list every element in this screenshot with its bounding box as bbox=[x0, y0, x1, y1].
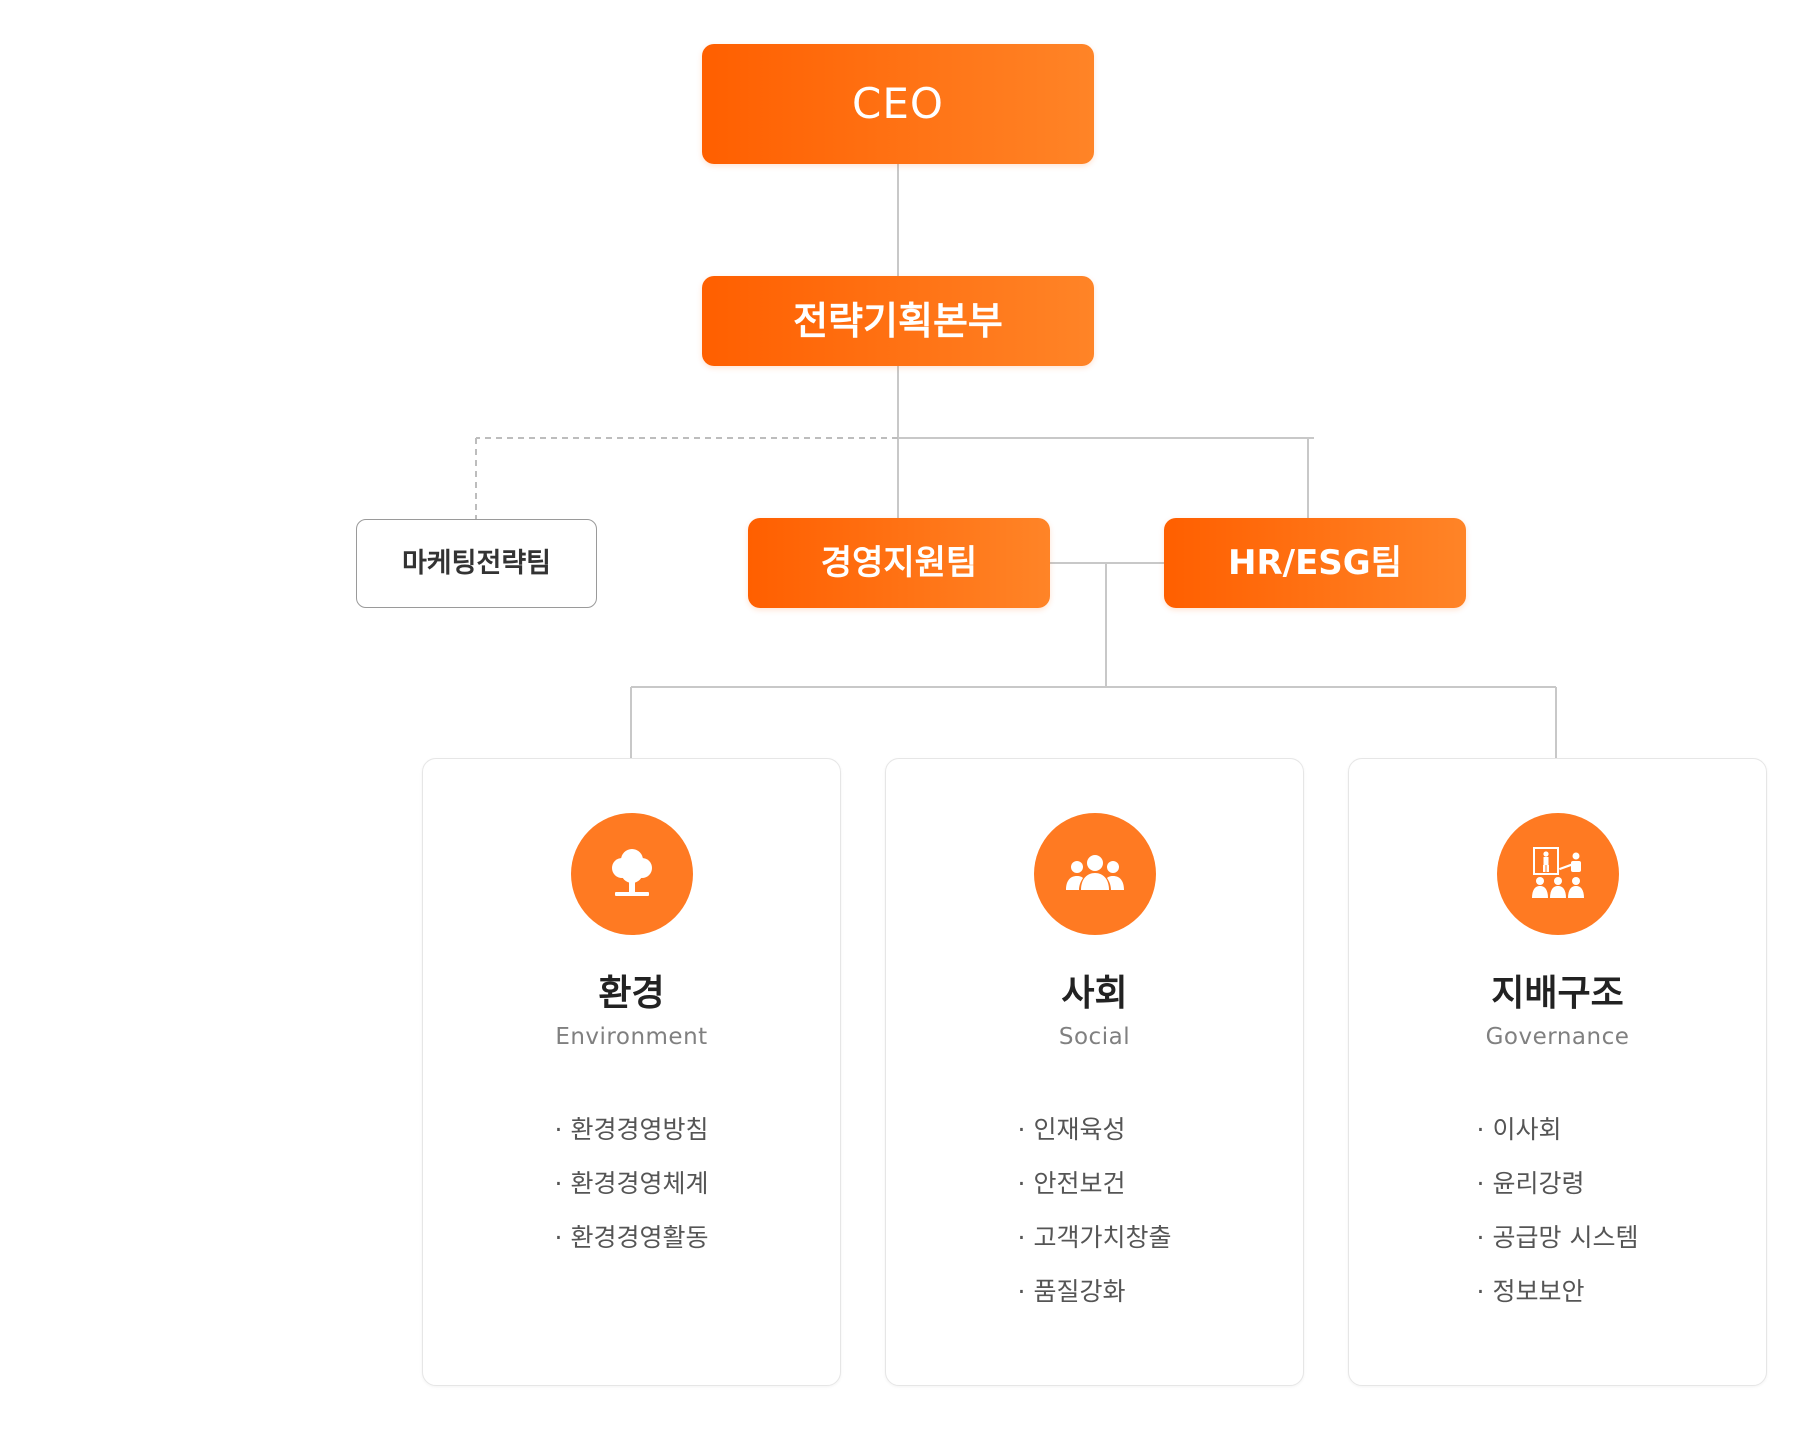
governance-card: 지배구조 Governance ·이사회 ·윤리강령 ·공급망 시스템 ·정보보… bbox=[1348, 758, 1767, 1386]
list-item: ·품질강화 bbox=[1017, 1277, 1126, 1306]
strategy-hq-node: 전략기획본부 bbox=[702, 276, 1094, 366]
hr-esg-team-label: HR/ESG팀 bbox=[1228, 543, 1402, 583]
list-item: ·공급망 시스템 bbox=[1476, 1223, 1639, 1252]
presentation-meeting-icon bbox=[1497, 813, 1619, 935]
environment-card: 환경 Environment ·환경경영방침 ·환경경영체계 ·환경경영활동 bbox=[422, 758, 841, 1386]
pillar-item-list: ·이사회 ·윤리강령 ·공급망 시스템 ·정보보안 bbox=[1349, 1103, 1766, 1319]
list-item: ·안전보건 bbox=[1017, 1169, 1126, 1198]
hr-esg-team-node: HR/ESG팀 bbox=[1164, 518, 1466, 608]
pillar-subtitle: Environment bbox=[555, 1024, 708, 1050]
social-card: 사회 Social ·인재육성 ·안전보건 ·고객가치창출 ·품질강화 bbox=[885, 758, 1304, 1386]
list-item: ·인재육성 bbox=[1017, 1115, 1126, 1144]
list-item: ·정보보안 bbox=[1476, 1277, 1585, 1306]
list-item: ·이사회 bbox=[1476, 1115, 1562, 1144]
pillar-item-list: ·환경경영방침 ·환경경영체계 ·환경경영활동 bbox=[423, 1103, 840, 1265]
pillar-item-list: ·인재육성 ·안전보건 ·고객가치창출 ·품질강화 bbox=[886, 1103, 1303, 1319]
marketing-team-node: 마케팅전략팀 bbox=[356, 519, 597, 608]
list-item: ·환경경영체계 bbox=[554, 1169, 709, 1198]
ceo-label: CEO bbox=[852, 79, 944, 128]
ceo-node: CEO bbox=[702, 44, 1094, 164]
tree-icon bbox=[571, 813, 693, 935]
list-item: ·고객가치창출 bbox=[1017, 1223, 1172, 1252]
strategy-hq-label: 전략기획본부 bbox=[793, 299, 1003, 343]
management-team-node: 경영지원팀 bbox=[748, 518, 1050, 608]
pillar-title: 사회 bbox=[1061, 973, 1128, 1014]
list-item: ·환경경영활동 bbox=[554, 1223, 709, 1252]
list-item: ·윤리강령 bbox=[1476, 1169, 1585, 1198]
pillar-title: 환경 bbox=[598, 973, 665, 1014]
pillar-title: 지배구조 bbox=[1491, 973, 1624, 1014]
pillar-subtitle: Social bbox=[1058, 1024, 1131, 1050]
marketing-team-label: 마케팅전략팀 bbox=[401, 548, 552, 579]
list-item: ·환경경영방침 bbox=[554, 1115, 709, 1144]
people-group-icon bbox=[1034, 813, 1156, 935]
management-team-label: 경영지원팀 bbox=[820, 543, 978, 583]
pillar-subtitle: Governance bbox=[1485, 1024, 1630, 1050]
